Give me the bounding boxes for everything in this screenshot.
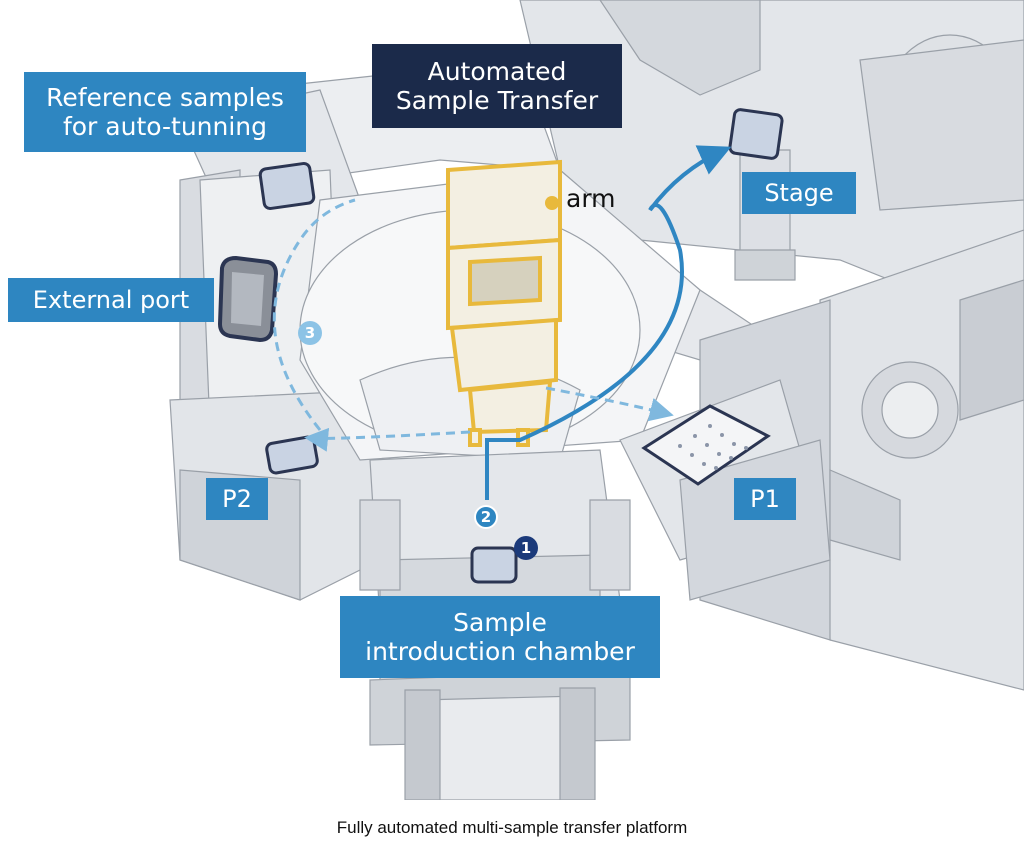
transfer-arm [446, 159, 562, 447]
label-reference-samples-line1: Reference samples [46, 82, 284, 112]
label-p1: P1 [734, 478, 796, 520]
label-sample-introduction-line1: Sample [453, 607, 547, 637]
transfer-path-dashed-loop [272, 198, 356, 431]
label-arm: arm [566, 184, 616, 213]
label-stage-text: Stage [764, 178, 834, 207]
label-automated-transfer: Automated Sample Transfer [372, 44, 622, 128]
label-p2: P2 [206, 478, 268, 520]
diagram-canvas: Reference samples for auto-tunning Autom… [8, 0, 1024, 801]
label-p1-text: P1 [750, 484, 780, 513]
label-automated-transfer-line2: Sample Transfer [395, 86, 599, 115]
sample-holders [258, 108, 784, 584]
label-sample-introduction: Sample introduction chamber [340, 596, 660, 678]
label-stage: Stage [742, 172, 856, 214]
p1-sample-tray [641, 404, 771, 486]
step-marker-3: 3 [298, 321, 322, 345]
label-external-port-text: External port [32, 285, 190, 314]
label-reference-samples-line2: for auto-tunning [62, 112, 268, 141]
label-automated-transfer-line1: Automated [427, 56, 567, 86]
label-external-port: External port [8, 278, 214, 322]
step-marker-1: 1 [514, 536, 538, 560]
label-reference-samples: Reference samples for auto-tunning [24, 72, 306, 152]
label-sample-introduction-line2: introduction chamber [365, 637, 635, 666]
transfer-path-dashed-right [545, 386, 674, 422]
figure-caption: Fully automated multi-sample transfer pl… [336, 818, 688, 837]
transfer-path-dashed-left [304, 427, 471, 452]
arm-marker-dot [545, 196, 559, 210]
step-marker-2: 2 [474, 505, 498, 529]
label-p2-text: P2 [222, 484, 252, 513]
